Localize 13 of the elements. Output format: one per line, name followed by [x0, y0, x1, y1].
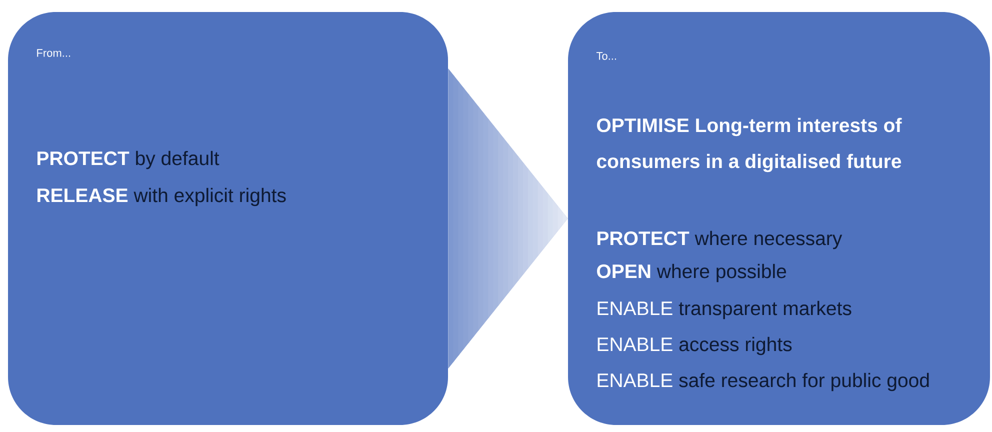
text-line: ENABLE safe research for public good [598, 372, 929, 392]
text-line: ENABLE transparent markets [598, 300, 852, 320]
rounded-box [8, 12, 448, 425]
rounded-box [568, 12, 990, 425]
arrow [448, 68, 568, 368]
text-line: ENABLE access rights [598, 336, 792, 356]
text-line: PROTECT by default [38, 150, 220, 170]
text-line: RELEASE with explicit rights [38, 188, 286, 206]
text-line: OPEN where possible [597, 264, 786, 282]
heading-text: OPTIMISE Long-term interests of consumers in a digitalised future [596, 118, 902, 172]
heading-text: From... [37, 49, 70, 57]
heading-text: To... [596, 52, 616, 60]
text-line: PROTECT where necessary [598, 230, 842, 250]
